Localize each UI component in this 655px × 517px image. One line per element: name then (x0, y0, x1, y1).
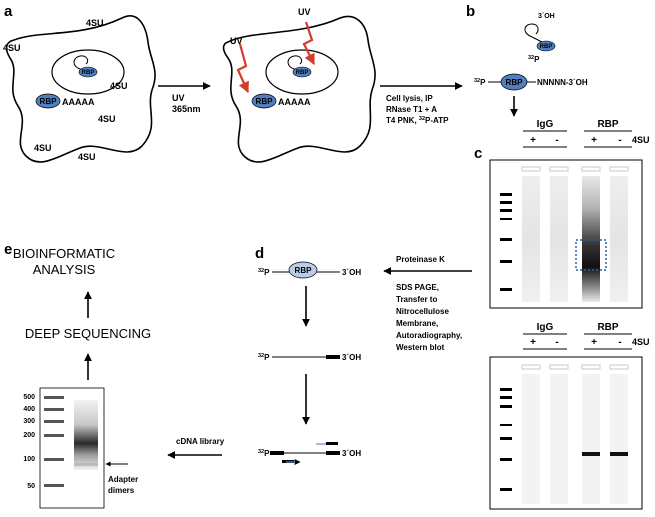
panel-label-c: c (474, 145, 482, 162)
svg-text:IgG: IgG (537, 119, 554, 130)
uv-arrow-1 (236, 43, 250, 94)
svg-text:32P: 32P (258, 353, 270, 362)
cell-1: RBP RBP AAAAA 4SU 4SU 4SU 4SU 4SU 4SU (3, 15, 156, 163)
rbp-rna-complex-small: RBP 3´OH 32P (524, 13, 556, 64)
svg-text:RBP: RBP (540, 44, 553, 50)
svg-text:Transfer to: Transfer to (396, 295, 437, 304)
svg-text:3´OH: 3´OH (538, 13, 555, 20)
gel-bottom-header: IgG RBP + - + - 4SU (523, 322, 650, 350)
svg-text:RBP: RBP (82, 70, 95, 76)
svg-text:Adapter: Adapter (108, 475, 138, 484)
uv-arrow-2 (302, 21, 315, 65)
svg-text:RBP: RBP (296, 70, 309, 76)
d-step-3: 32P 3´OH (258, 442, 361, 465)
rbp-cytoplasmic (35, 93, 61, 109)
svg-text:3´OH: 3´OH (342, 353, 361, 362)
svg-text:UV: UV (298, 7, 311, 17)
svg-text:32P: 32P (474, 78, 486, 87)
adapter-dimer-band (74, 463, 98, 466)
svg-text:-: - (618, 337, 621, 348)
svg-text:cDNA library: cDNA library (176, 437, 225, 446)
cell-2: RBP RBP AAAAA UV UV (222, 7, 376, 163)
panel-label-d: d (255, 245, 264, 262)
bioinformatic-line-2: ANALYSIS (33, 262, 96, 277)
svg-text:-: - (555, 135, 558, 146)
svg-text:+: + (591, 337, 597, 348)
svg-text:RNase T1 + A: RNase T1 + A (386, 105, 437, 114)
rbp-nuclear (78, 66, 98, 78)
library-gel: 500 400 300 200 100 50 (23, 387, 105, 509)
panel-label-b: b (466, 3, 475, 20)
library-ladder (44, 396, 64, 487)
svg-text:32P: 32P (528, 55, 540, 64)
western-band-1 (582, 452, 600, 456)
svg-text:RBP: RBP (40, 97, 58, 106)
deep-sequencing-label: DEEP SEQUENCING (25, 326, 151, 341)
svg-text:365nm: 365nm (172, 104, 201, 114)
svg-text:Autoradiography,: Autoradiography, (396, 331, 462, 340)
svg-text:+: + (530, 337, 536, 348)
d-step-2: 32P 3´OH (258, 353, 361, 362)
svg-text:3´OH: 3´OH (342, 268, 361, 277)
svg-text:AAAAA: AAAAA (278, 97, 311, 107)
d-step-1: 32P RBP 3´OH (258, 261, 361, 279)
svg-text:T4 PNK, 32P-ATP: T4 PNK, 32P-ATP (386, 116, 449, 125)
svg-text:100: 100 (23, 456, 35, 463)
gel-top-autoradiograph (489, 159, 643, 309)
library-smear (74, 400, 98, 470)
svg-text:AAAAA: AAAAA (62, 97, 95, 107)
svg-text:+: + (530, 135, 536, 146)
svg-text:RBP: RBP (295, 266, 313, 275)
svg-text:32P: 32P (258, 268, 270, 277)
bioinformatic-line-1: BIOINFORMATIC (13, 246, 115, 261)
svg-text:4SU: 4SU (632, 135, 650, 145)
rbp-signal-smear (582, 176, 600, 302)
svg-text:SDS PAGE,: SDS PAGE, (396, 283, 439, 292)
svg-text:Western blot: Western blot (396, 343, 445, 352)
svg-text:50: 50 (27, 483, 35, 490)
gel-bottom-western (489, 356, 643, 510)
svg-text:NNNNN-3´OH: NNNNN-3´OH (537, 78, 588, 87)
svg-text:Cell lysis, IP: Cell lysis, IP (386, 94, 433, 103)
svg-text:UV: UV (230, 36, 243, 46)
svg-text:500: 500 (23, 394, 35, 401)
svg-text:RBP: RBP (506, 78, 524, 87)
excision-box (575, 239, 607, 271)
svg-text:4SU: 4SU (98, 114, 116, 124)
svg-text:4SU: 4SU (632, 337, 650, 347)
svg-text:RBP: RBP (597, 119, 618, 130)
svg-text:200: 200 (23, 432, 35, 439)
svg-text:4SU: 4SU (110, 81, 128, 91)
svg-text:3´OH: 3´OH (342, 449, 361, 458)
gel-top-ladder (500, 193, 512, 291)
western-band-2 (610, 452, 628, 456)
svg-text:-: - (618, 135, 621, 146)
svg-text:-: - (555, 337, 558, 348)
svg-text:4SU: 4SU (86, 18, 104, 28)
svg-text:dimers: dimers (108, 486, 135, 495)
svg-text:4SU: 4SU (3, 43, 21, 53)
svg-text:4SU: 4SU (34, 143, 52, 153)
svg-text:32P: 32P (258, 449, 270, 458)
svg-text:IgG: IgG (537, 322, 554, 333)
svg-text:300: 300 (23, 418, 35, 425)
svg-text:+: + (591, 135, 597, 146)
svg-text:RBP: RBP (256, 97, 274, 106)
svg-text:Nitrocellulose: Nitrocellulose (396, 307, 449, 316)
svg-text:4SU: 4SU (78, 152, 96, 162)
gel-top-header: IgG RBP + - + - 4SU (523, 119, 650, 148)
labeled-rna-fragment: 32P RBP NNNNN-3´OH (474, 73, 588, 91)
gel-bottom-ladder (500, 388, 512, 491)
svg-text:Proteinase K: Proteinase K (396, 255, 445, 264)
svg-text:RBP: RBP (597, 322, 618, 333)
panel-label-a: a (4, 3, 13, 20)
panel-label-e: e (4, 241, 12, 258)
svg-text:Membrane,: Membrane, (396, 319, 438, 328)
svg-text:400: 400 (23, 406, 35, 413)
svg-text:UV: UV (172, 93, 185, 103)
